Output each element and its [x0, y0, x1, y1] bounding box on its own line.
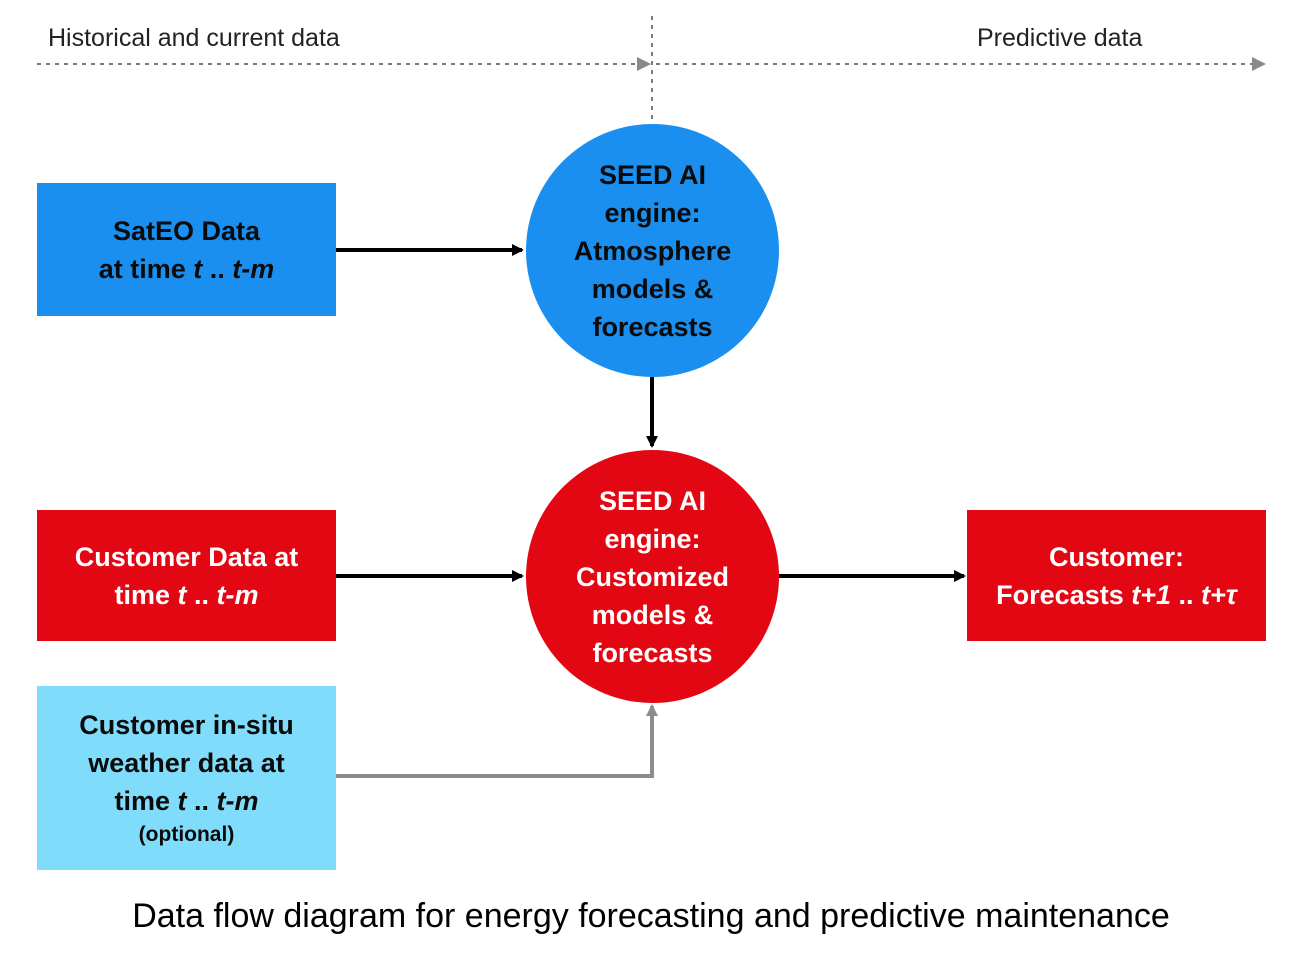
customer-data-time-range: time t .. t-m — [114, 579, 259, 610]
customized-engine-line: models & — [591, 599, 714, 630]
atmosphere-engine-line: engine: — [604, 197, 701, 228]
atmosphere-engine-line: SEED AI — [598, 159, 707, 190]
customized-engine-line: forecasts — [592, 637, 713, 668]
insitu-line2: weather data at — [88, 748, 285, 778]
insitu-time-range: time t .. t-m — [114, 786, 259, 816]
historical-data-label: Historical and current data — [48, 24, 340, 52]
customer-forecasts-title: Customer: — [1048, 541, 1184, 572]
customer-data-box: Customer Data at time t .. t-m — [37, 510, 336, 641]
atmosphere-engine-circle: SEED AI engine: Atmosphere models & fore… — [526, 124, 779, 377]
insitu-to-customized-arrow — [336, 704, 658, 778]
diagram-caption: Data flow diagram for energy forecasting… — [132, 897, 1170, 935]
predictive-data-label: Predictive data — [977, 24, 1143, 52]
atmosphere-engine-line: forecasts — [592, 311, 713, 342]
customized-engine-line: engine: — [604, 523, 701, 554]
customer-forecasts-box: Customer: Forecasts t+1 .. t+τ — [967, 510, 1266, 641]
customer-forecasts-range: Forecasts t+1 .. t+τ — [996, 579, 1237, 610]
customer-data-title: Customer Data at — [74, 541, 299, 572]
atmosphere-engine-line: Atmosphere — [573, 235, 732, 266]
insitu-line1: Customer in-situ — [79, 710, 294, 740]
customized-engine-line: SEED AI — [598, 485, 707, 516]
customized-engine-circle: SEED AI engine: Customized models & fore… — [526, 450, 779, 703]
customized-engine-line: Customized — [575, 561, 729, 592]
insitu-optional-note: (optional) — [138, 823, 235, 846]
insitu-weather-box: Customer in-situ weather data at time t … — [37, 686, 336, 870]
atmosphere-engine-line: models & — [591, 273, 714, 304]
sateo-title: SatEO Data — [112, 215, 261, 246]
sateo-data-box: SatEO Data at time t .. t-m — [37, 183, 336, 316]
sateo-time-range: at time t .. t-m — [98, 253, 275, 284]
